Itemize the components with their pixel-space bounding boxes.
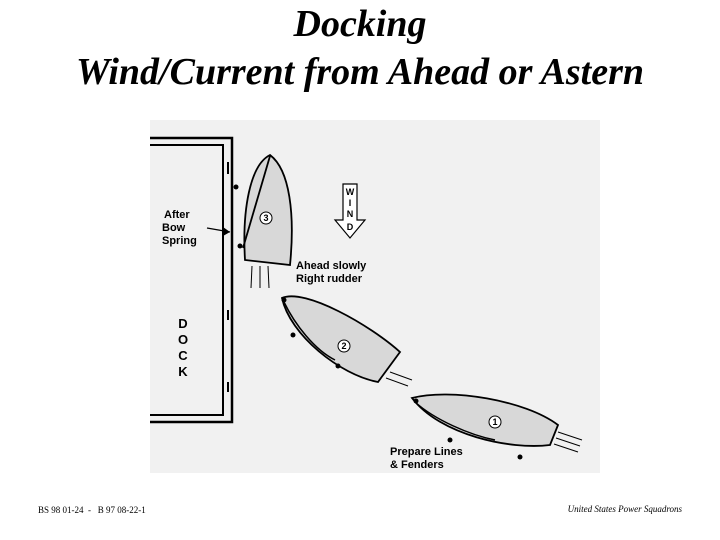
boat-number: 3 xyxy=(263,213,268,223)
dock-letter: C xyxy=(178,348,188,363)
prop-wash xyxy=(250,265,270,289)
label-after-bow-spring: Bow xyxy=(162,222,186,234)
dock-letter: D xyxy=(178,316,187,331)
prop-wash xyxy=(553,431,583,453)
boat-number: 1 xyxy=(492,417,497,427)
wind-letter: I xyxy=(349,198,352,208)
footer-reference: BS 98 01-24 - B 97 08-22-1 xyxy=(38,505,146,515)
label-right-rudder: Right rudder xyxy=(296,273,363,285)
dock-letter: O xyxy=(178,332,188,347)
docking-diagram-svg: D O C K W I N D 3 After Bow xyxy=(150,136,583,471)
label-prepare-lines: Prepare Lines xyxy=(390,446,463,458)
boat-1: 1 xyxy=(410,393,583,460)
prop-wash xyxy=(385,371,413,387)
boat-3: 3 xyxy=(233,153,293,289)
label-after-bow-spring: After xyxy=(164,209,190,221)
label-fenders: & Fenders xyxy=(390,459,444,471)
slide-title-line1: Docking xyxy=(293,3,427,45)
slide-title-line2: Wind/Current from Ahead or Astern xyxy=(75,51,645,93)
dock-letter: K xyxy=(178,364,188,379)
wind-letter: D xyxy=(347,222,354,232)
footer-organization: United States Power Squadrons xyxy=(567,504,682,514)
wind-arrow xyxy=(333,183,367,239)
dock xyxy=(150,136,234,424)
docking-diagram: D O C K W I N D 3 After Bow xyxy=(150,120,600,473)
boat-number: 2 xyxy=(341,341,346,351)
wind-letter: N xyxy=(347,209,354,219)
boat-2: 2 xyxy=(280,295,413,387)
label-ahead-slowly: Ahead slowly xyxy=(296,260,367,272)
wind-letter: W xyxy=(346,187,355,197)
label-after-bow-spring: Spring xyxy=(162,235,197,247)
